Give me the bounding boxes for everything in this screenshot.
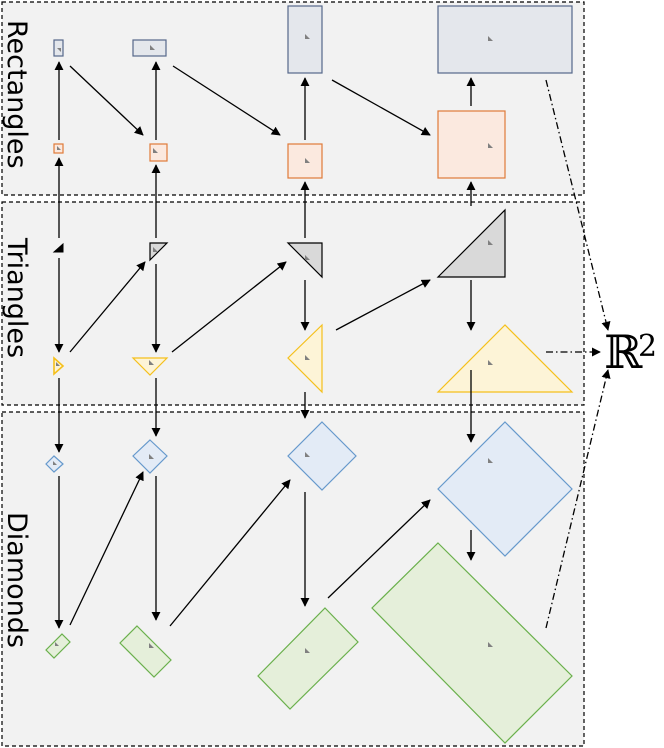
green-diamond-2 bbox=[119, 625, 172, 678]
marker-icon bbox=[56, 362, 60, 366]
marker-icon bbox=[53, 461, 57, 465]
marker-icon bbox=[153, 148, 158, 153]
marker-icon bbox=[305, 648, 310, 653]
gray-rect-4 bbox=[437, 5, 573, 74]
target-space: ℝ 2 bbox=[604, 325, 657, 379]
marker-icon bbox=[305, 452, 310, 457]
diamonds-blue-row bbox=[45, 421, 573, 557]
marker-icon bbox=[488, 642, 493, 647]
diamonds-green-row bbox=[45, 542, 573, 744]
marker-icon bbox=[149, 360, 154, 365]
gray-rect-3 bbox=[287, 5, 323, 74]
gray-triangle-2 bbox=[149, 242, 169, 262]
blue-diamond-4 bbox=[437, 421, 573, 557]
section-label-triangles: Triangles bbox=[1, 237, 32, 358]
arrows bbox=[54, 61, 476, 629]
dashdot-arrows bbox=[545, 79, 611, 629]
gray-triangle-1 bbox=[52, 242, 64, 253]
marker-icon bbox=[305, 34, 310, 39]
green-diamond-4 bbox=[371, 542, 573, 744]
marker-icon bbox=[488, 240, 493, 245]
arrow bbox=[331, 79, 431, 136]
section-label-diamonds: Diamonds bbox=[1, 512, 32, 648]
orange-rect-4 bbox=[437, 110, 506, 179]
gray-triangle-4 bbox=[436, 208, 506, 278]
marker-icon bbox=[488, 36, 493, 41]
arrow bbox=[545, 369, 611, 629]
marker-icon bbox=[149, 454, 154, 459]
marker-icon bbox=[305, 255, 310, 260]
orange-rect-2 bbox=[149, 143, 168, 162]
arrow bbox=[69, 65, 144, 136]
arrow bbox=[171, 261, 287, 353]
arrow bbox=[327, 499, 431, 599]
arrow bbox=[172, 65, 281, 136]
arrow bbox=[69, 471, 144, 626]
green-diamond-3 bbox=[257, 607, 359, 710]
blue-diamond-3 bbox=[287, 421, 357, 491]
marker-icon bbox=[305, 355, 310, 360]
arrow bbox=[169, 479, 291, 627]
marker-icon bbox=[149, 643, 154, 648]
marker-icon bbox=[488, 360, 493, 365]
marker-icon bbox=[57, 48, 61, 52]
target-exponent: 2 bbox=[638, 329, 657, 364]
marker-icon bbox=[305, 158, 310, 163]
marker-icon bbox=[55, 642, 59, 646]
marker-icon bbox=[488, 458, 493, 463]
marker-icon bbox=[150, 45, 155, 50]
marker-icon bbox=[57, 146, 61, 150]
section-label-rectangles: Rectangles bbox=[1, 20, 32, 169]
marker-icon bbox=[153, 247, 158, 252]
yellow-triangle-2 bbox=[131, 357, 169, 376]
arrow bbox=[335, 279, 431, 331]
target-symbol: ℝ bbox=[604, 325, 643, 379]
triangles-gray-row bbox=[52, 208, 506, 279]
shape-center-markers bbox=[53, 34, 493, 653]
marker-icon bbox=[488, 143, 493, 148]
arrow bbox=[69, 261, 146, 353]
gray-rect-2 bbox=[132, 39, 167, 57]
